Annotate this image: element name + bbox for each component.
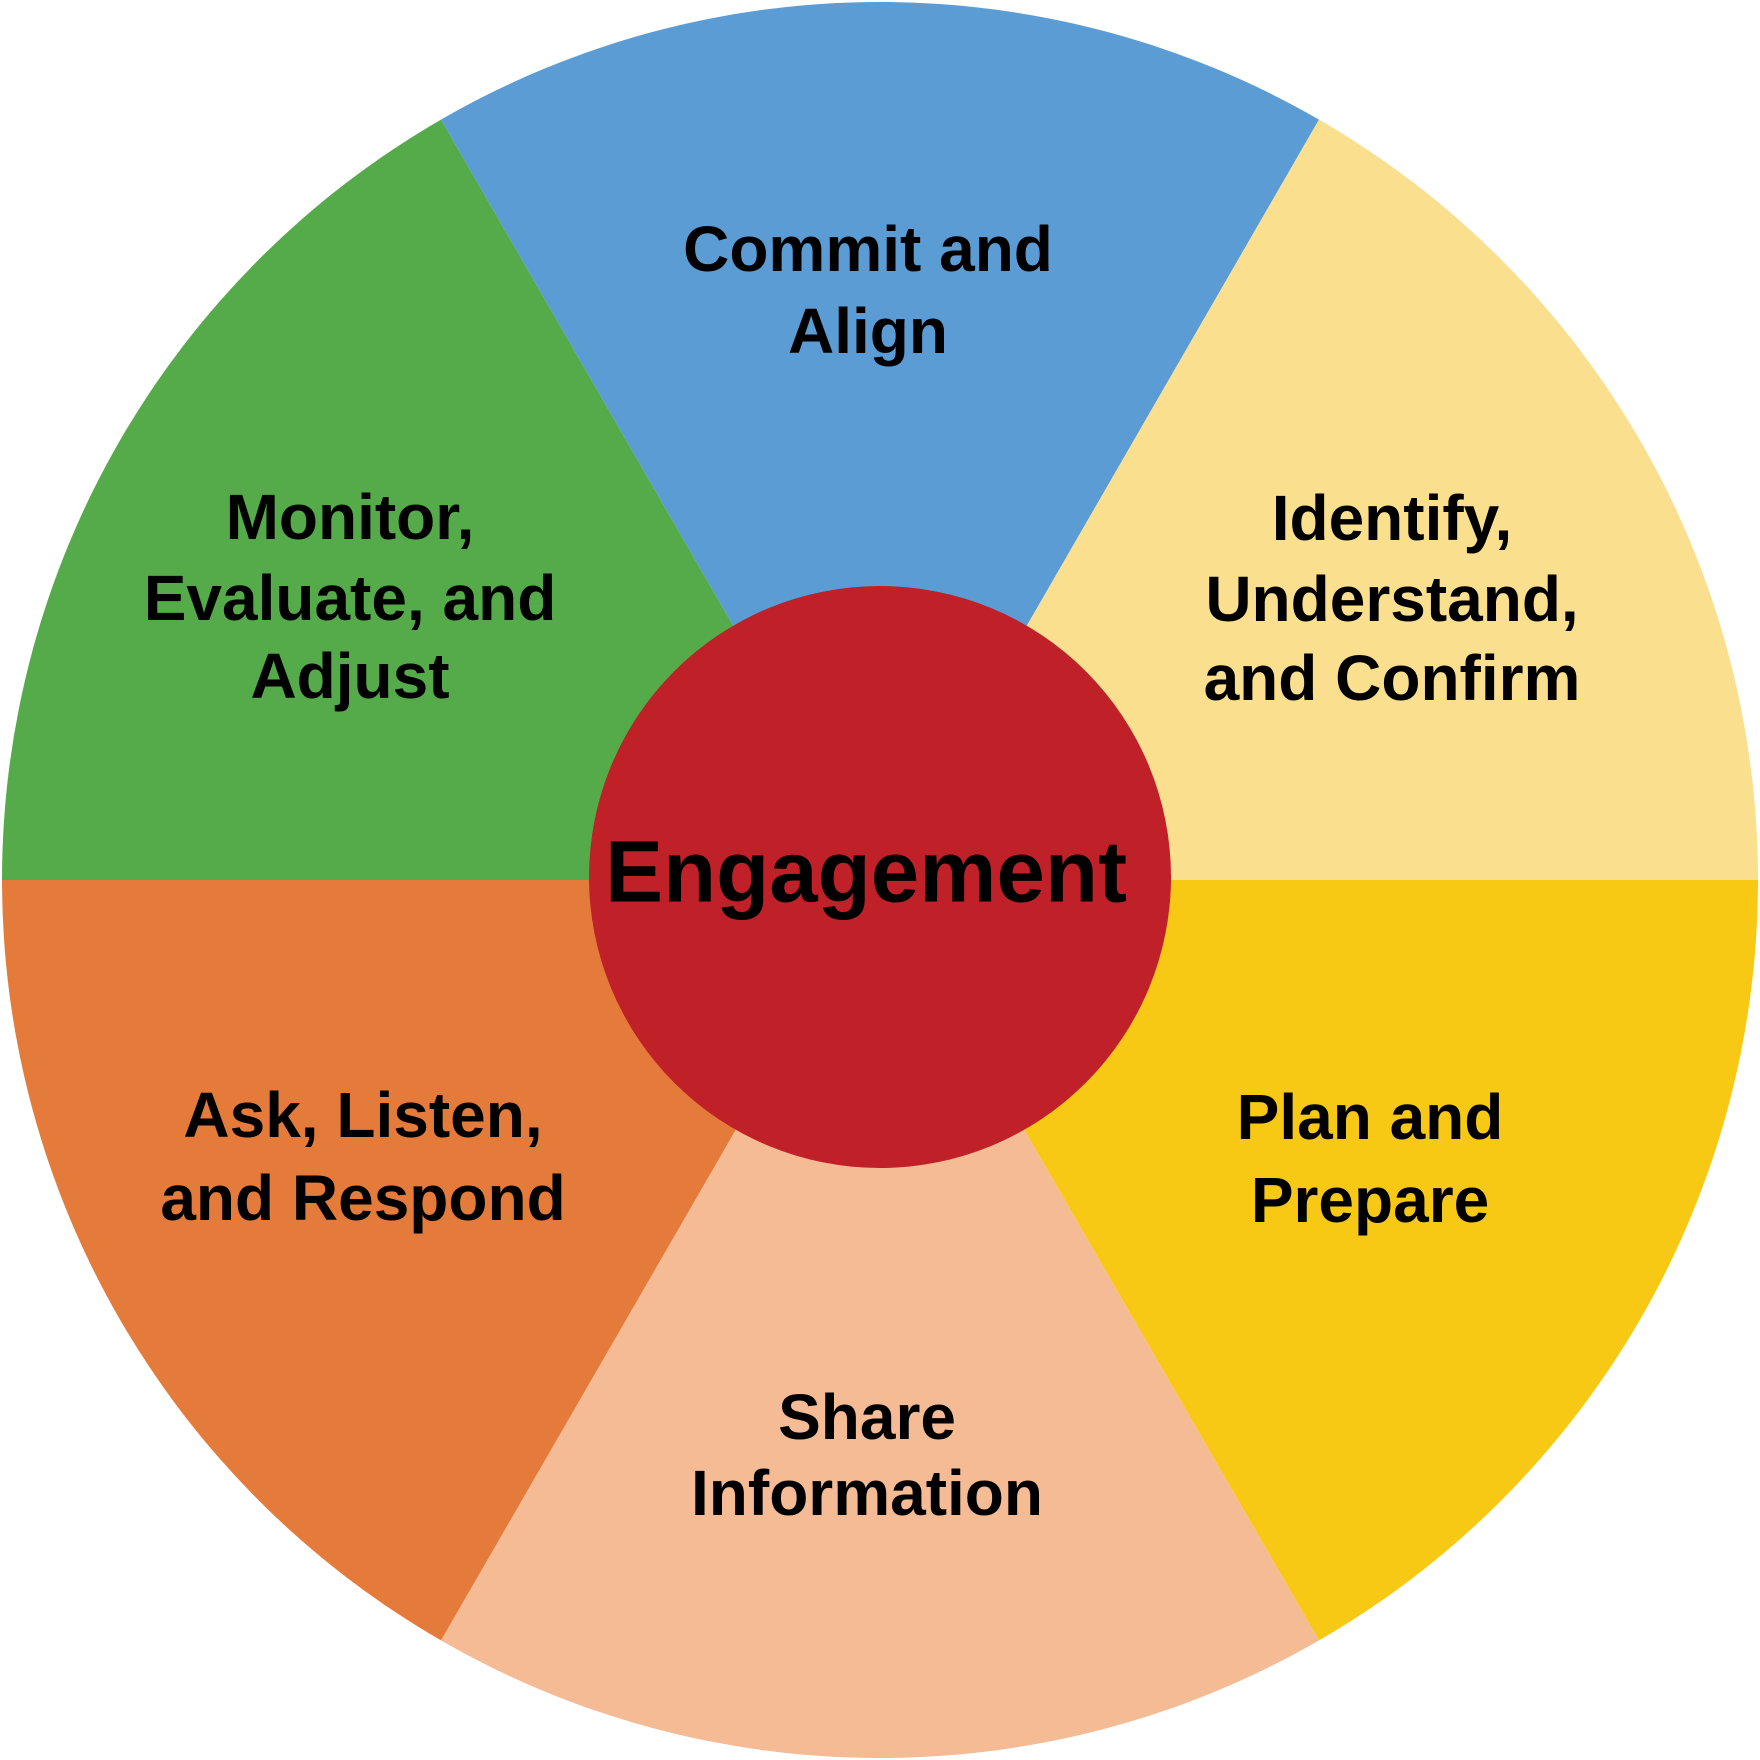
segment-plan-prepare-wedge bbox=[880, 880, 1758, 1641]
segment-commit-align-label-line2: Align bbox=[788, 295, 948, 367]
engagement-center-label: Engagement bbox=[605, 824, 1127, 921]
segment-monitor-evaluate-adjust-label-line2: Evaluate, and bbox=[144, 562, 557, 634]
segment-monitor-evaluate-adjust-label-line1: Monitor, bbox=[226, 481, 475, 553]
segment-commit-align-label-line1: Commit and bbox=[683, 213, 1053, 285]
segment-share-information-wedge bbox=[441, 880, 1319, 1759]
segment-commit-align-wedge bbox=[441, 1, 1319, 881]
segment-monitor-evaluate-adjust-label-line3: Adjust bbox=[250, 640, 449, 712]
segment-ask-listen-respond-wedge bbox=[1, 880, 880, 1641]
segment-plan-prepare-label-line2: Prepare bbox=[1251, 1164, 1489, 1236]
segment-plan-prepare-label-line1: Plan and bbox=[1237, 1081, 1504, 1153]
segment-identify-understand-confirm-label-line2: Understand, bbox=[1205, 563, 1578, 635]
segment-ask-listen-respond-label-line1: Ask, Listen, bbox=[183, 1079, 542, 1151]
segment-share-information-label-line1: Share bbox=[778, 1381, 956, 1453]
segment-share-information-label-line2: Information bbox=[691, 1457, 1043, 1529]
segment-identify-understand-confirm-label-line3: and Confirm bbox=[1204, 642, 1581, 714]
segment-identify-understand-confirm-label-line1: Identify, bbox=[1272, 482, 1513, 554]
engagement-center-circle bbox=[589, 586, 1171, 1168]
segment-ask-listen-respond-label-line2: and Respond bbox=[160, 1162, 565, 1234]
